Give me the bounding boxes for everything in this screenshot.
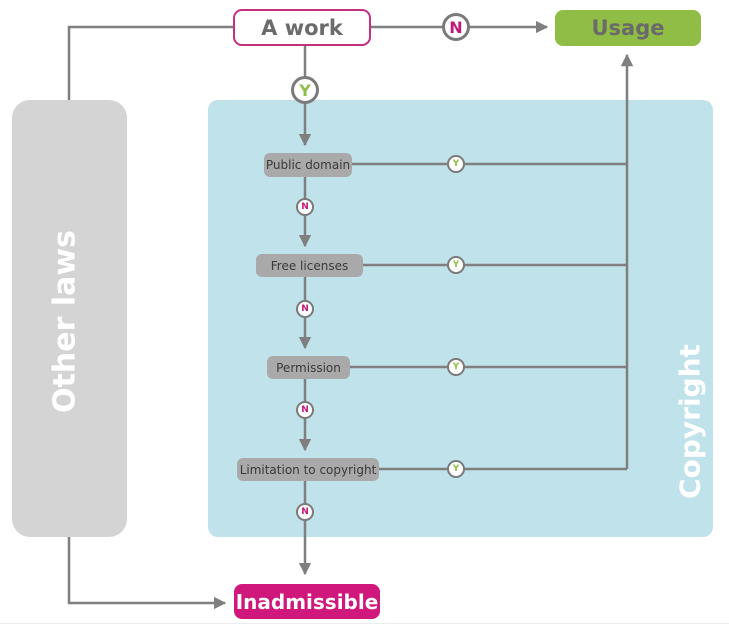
usage-node: Usage (555, 10, 701, 46)
step-free-licenses: Free licenses (256, 254, 363, 277)
start-yes-marker: Y (291, 76, 319, 104)
step2-no-marker: N (296, 300, 314, 318)
connector-start-to-other-laws (67, 25, 233, 100)
step3-yes-marker: Y (447, 358, 465, 376)
start-no-marker: N (442, 13, 470, 41)
bottom-divider (0, 623, 729, 624)
step1-yes-marker: Y (447, 155, 465, 173)
step2-yes-marker: Y (447, 256, 465, 274)
start-node: A work (233, 9, 371, 46)
step4-yes-marker: Y (447, 460, 465, 478)
step3-no-marker: N (296, 401, 314, 419)
connector-other-laws-to-inadmissible (67, 537, 227, 610)
step-limitation-to-copyright: Limitation to copyright (237, 458, 379, 481)
step4-no-marker: N (296, 503, 314, 521)
other-laws-panel (12, 100, 127, 537)
step-permission: Permission (267, 356, 350, 379)
step1-no-marker: N (296, 198, 314, 216)
step-public-domain: Public domain (264, 153, 352, 177)
inadmissible-node: Inadmissible (234, 584, 380, 619)
